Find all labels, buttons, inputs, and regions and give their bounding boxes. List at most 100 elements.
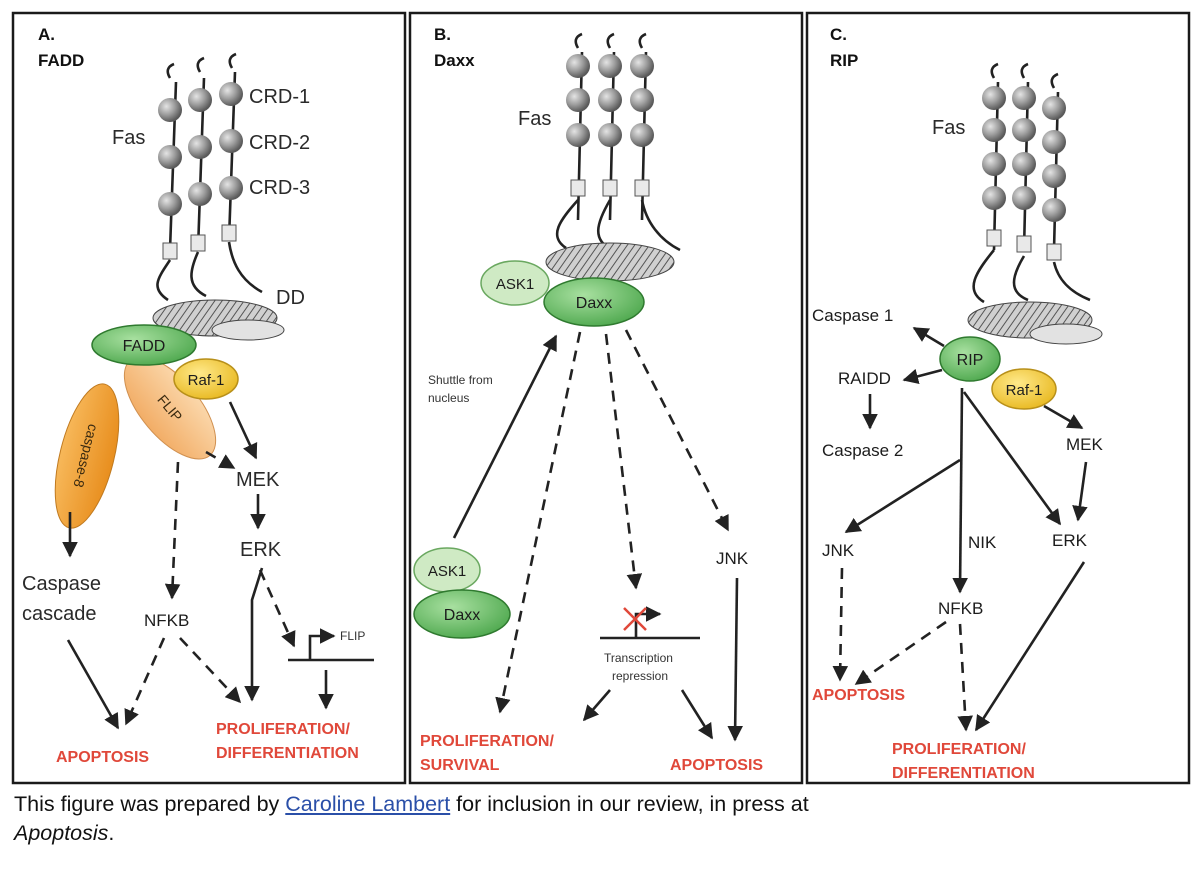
transmembrane-segment	[190, 234, 206, 252]
arrow-erk-to-proliferation	[974, 561, 1086, 732]
arrow-erk-to-proliferation	[244, 567, 264, 702]
arrow-shuttle-from-nucleus	[452, 334, 558, 539]
crd-domain	[1042, 130, 1066, 154]
raf-1-protein	[173, 358, 239, 400]
erk-label: ERK	[1052, 531, 1088, 550]
mek-label: MEK	[236, 469, 280, 491]
death-domain-cluster	[211, 319, 285, 341]
mek-label: MEK	[1066, 435, 1104, 454]
caption-end: .	[108, 821, 115, 845]
crd-domain	[1012, 118, 1036, 142]
crd-domain	[158, 145, 182, 169]
crd-domain	[1012, 152, 1036, 176]
crd-domain	[982, 186, 1006, 210]
arrow-raf-to-mek	[228, 401, 258, 460]
proliferation-survival-label-line2: SURVIVAL	[420, 757, 500, 774]
arrow-nfkb-to-apoptosis	[124, 637, 166, 726]
erk-label: ERK	[240, 539, 282, 561]
caspase-cascade-label-line1: Caspase	[22, 573, 101, 595]
transmembrane-segment	[986, 229, 1002, 247]
transmembrane-segment	[1016, 235, 1032, 253]
arrow-jnk-to-apoptosis	[727, 577, 743, 742]
raf-1-label: Raf-1	[188, 372, 225, 389]
arrow-repression-to-apoptosis	[680, 689, 714, 740]
proliferation-label-line2: DIFFERENTIATION	[216, 745, 359, 762]
crd-domain	[598, 88, 622, 112]
crd-domain	[566, 88, 590, 112]
crd-domain	[630, 54, 654, 78]
transmembrane-segment	[162, 242, 178, 260]
apoptosis-label: APOPTOSIS	[812, 687, 905, 704]
caption-middle: for inclusion in our review, in press at	[450, 792, 809, 816]
arrow-nfkb-to-proliferation	[179, 637, 242, 704]
caption-prefix: This figure was prepared by	[14, 792, 286, 816]
crd-domain	[630, 123, 654, 147]
crd-domain	[158, 98, 182, 122]
crd-domain	[1012, 186, 1036, 210]
arrow-cascade-to-apoptosis	[66, 639, 120, 730]
fadd-label: FADD	[123, 338, 166, 355]
raidd-label: RAIDD	[838, 369, 891, 388]
journal-name: Apoptosis	[14, 821, 109, 845]
arrow-repression-to-proliferation	[582, 689, 611, 722]
fas-label: Fas	[112, 127, 145, 149]
fas-label: Fas	[932, 117, 965, 139]
apoptosis-label: APOPTOSIS	[56, 749, 149, 766]
death-domain-cluster	[1029, 323, 1103, 345]
panel-a-title: FADD	[38, 51, 84, 70]
flip-gene-promoter-arrow	[308, 628, 336, 660]
nfkb-label: NFKB	[938, 599, 983, 618]
arrow-raf-to-mek	[1043, 404, 1084, 430]
apoptosis-label: APOPTOSIS	[670, 757, 763, 774]
crd-domain	[630, 88, 654, 112]
figure-caption: This figure was prepared by Caroline Lam…	[14, 790, 1184, 848]
proliferation-label-line2: DIFFERENTIATION	[892, 765, 1035, 782]
dd-label: DD	[276, 287, 305, 309]
proliferation-survival-label-line1: PROLIFERATION/	[420, 733, 554, 750]
arrow-rip-to-raidd	[902, 368, 943, 384]
crd-domain	[982, 86, 1006, 110]
author-link[interactable]: Caroline Lambert	[285, 792, 451, 816]
panel-a: A. FADD Fas CRD-1 CRD-2 CRD-3 DD	[11, 11, 407, 785]
caspase-cascade-label-line2: cascade	[22, 603, 97, 625]
fas-receptor-trimer	[967, 62, 1103, 345]
raf-1-protein	[991, 368, 1057, 410]
repression-cross-icon	[623, 607, 647, 631]
jnk-label: JNK	[716, 549, 749, 568]
caspase-8-protein: caspase-8	[54, 383, 120, 529]
transcription-label-line2: repression	[612, 669, 668, 683]
crd-domain	[1042, 96, 1066, 120]
ask1-nuclear-label: ASK1	[428, 563, 466, 580]
crd-domain	[158, 192, 182, 216]
crd-domain	[1042, 164, 1066, 188]
transcription-label-line1: Transcription	[604, 651, 673, 665]
rip-label: RIP	[957, 352, 984, 369]
nfkb-label: NFKB	[144, 611, 189, 630]
arrow-rip-to-jnk	[844, 458, 961, 534]
arrow-flip-to-mek	[205, 450, 236, 470]
daxx-nuclear-protein	[413, 589, 511, 639]
transmembrane-segment	[602, 179, 618, 197]
ask1-protein	[480, 260, 550, 306]
arrow-mek-to-erk	[1072, 461, 1088, 522]
panel-b-title: Daxx	[434, 51, 475, 70]
arrow-erk-to-flip-gene	[258, 569, 296, 648]
daxx-label: Daxx	[576, 295, 612, 312]
panel-c-title: RIP	[830, 51, 858, 70]
arrow-rip-to-erk	[962, 391, 1062, 526]
fas-receptor-trimer	[152, 52, 285, 341]
nik-label: NIK	[968, 533, 997, 552]
arrow-daxx-to-proliferation	[495, 331, 582, 714]
fas-receptor-trimer	[545, 32, 681, 282]
crd2-label: CRD-2	[249, 132, 310, 154]
panel-c-letter: C.	[830, 25, 847, 44]
caspase-1-label: Caspase 1	[812, 306, 893, 325]
proliferation-label-line1: PROLIFERATION/	[216, 721, 350, 738]
proliferation-label-line1: PROLIFERATION/	[892, 741, 1026, 758]
transmembrane-segment	[634, 179, 650, 197]
crd1-label: CRD-1	[249, 86, 310, 108]
crd-domain	[188, 135, 212, 159]
transmembrane-segment	[1046, 243, 1062, 261]
crd-domain	[982, 152, 1006, 176]
crd-domain	[982, 118, 1006, 142]
